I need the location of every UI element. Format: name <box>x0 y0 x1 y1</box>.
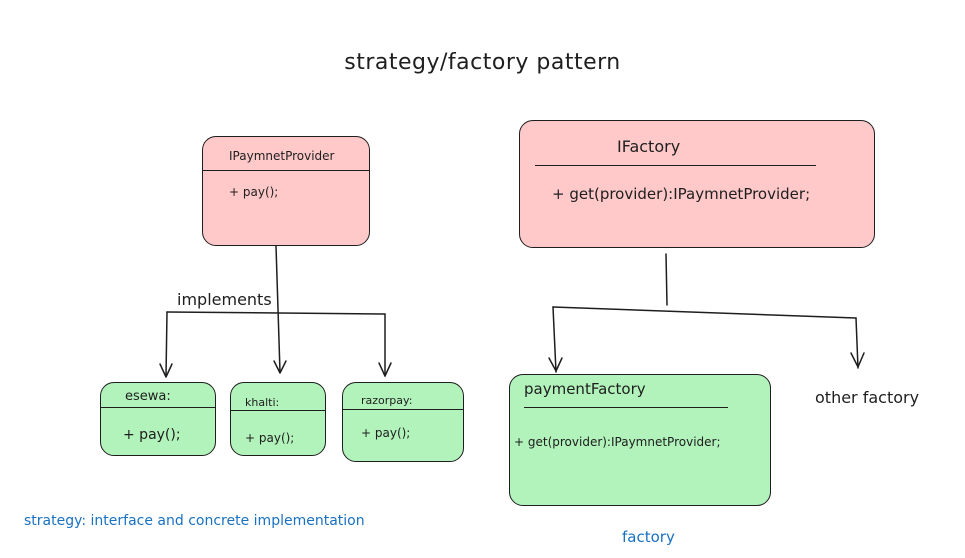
arrow-payment-factory <box>548 357 563 372</box>
strategy-box-razorpay: razorpay: + pay(); <box>342 382 464 462</box>
branch-payment-factory-line <box>552 306 557 373</box>
arrow-esewa <box>159 363 173 378</box>
strategy-separator <box>101 407 215 408</box>
branch-esewa-line <box>165 311 168 377</box>
ifactory-separator <box>535 165 816 166</box>
strategy-box-khalti: khalti: + pay(); <box>230 382 326 456</box>
interface-separator <box>203 170 369 171</box>
arrow-khalti <box>273 360 287 374</box>
strategy-separator <box>343 409 463 410</box>
arrow-razorpay <box>378 362 392 377</box>
ifactory-box: IFactory + get(provider):IPaymnetProvide… <box>519 120 875 248</box>
strategy-separator <box>231 410 325 411</box>
page-title: strategy/factory pattern <box>344 50 621 75</box>
interface-box: IPaymnetProvider + pay(); <box>202 136 370 246</box>
trunk-line <box>275 245 281 373</box>
implements-label: implements <box>177 290 272 309</box>
strategy-caption: strategy: interface and concrete impleme… <box>24 513 365 529</box>
strategy-method: + pay(); <box>245 431 295 445</box>
strategy-method: + pay(); <box>123 427 181 443</box>
interface-method: + pay(); <box>229 185 279 199</box>
factory-trunk-line <box>665 253 668 306</box>
payment-factory-method: + get(provider):IPaymnetProvider; <box>514 435 721 449</box>
strategy-method: + pay(); <box>361 426 411 440</box>
payment-factory-name: paymentFactory <box>524 380 646 398</box>
strategy-name: razorpay: <box>361 394 413 407</box>
strategy-box-esewa: esewa: + pay(); <box>100 382 216 456</box>
other-factory-label: other factory <box>815 388 920 407</box>
branch-other-factory-line <box>855 317 859 369</box>
factory-branch-line <box>552 306 857 319</box>
payment-factory-separator <box>524 407 728 408</box>
ifactory-name: IFactory <box>617 137 681 156</box>
payment-factory-box: paymentFactory + get(provider):IPaymnetP… <box>509 374 771 506</box>
factory-caption: factory <box>622 528 675 546</box>
interface-name: IPaymnetProvider <box>229 149 335 163</box>
strategy-name: khalti: <box>245 396 280 409</box>
branch-line <box>166 311 386 315</box>
strategy-name: esewa: <box>125 389 171 404</box>
ifactory-method: + get(provider):IPaymnetProvider; <box>552 185 811 203</box>
arrow-other-factory <box>850 352 865 368</box>
